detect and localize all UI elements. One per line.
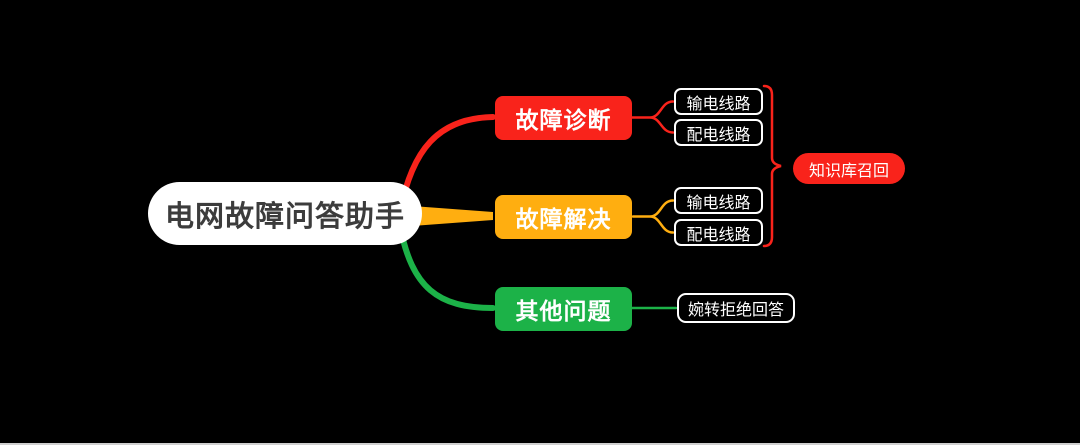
screenshot-bottom-edge — [0, 443, 1080, 445]
branch-label: 故障诊断 — [515, 107, 612, 133]
branch-label: 故障解决 — [515, 206, 612, 232]
child-label: 输电线路 — [686, 95, 751, 113]
connector-root-to-other-questions — [397, 223, 496, 311]
child-label: 配电线路 — [686, 126, 751, 144]
annotation-label: 知识库召回 — [808, 162, 889, 180]
child-label: 婉转拒绝回答 — [687, 302, 784, 319]
child-label: 输电线路 — [686, 194, 751, 212]
child-node-distribution-line-1[interactable]: 配电线路 — [674, 119, 763, 146]
annotation-node-knowledge-recall[interactable]: 知识库召回 — [793, 153, 905, 184]
branch-node-other-questions[interactable]: 其他问题 — [495, 287, 632, 331]
child-node-transmission-line-1[interactable]: 输电线路 — [674, 88, 763, 115]
child-node-transmission-line-2[interactable]: 输电线路 — [674, 187, 763, 214]
branch-node-fault-resolution[interactable]: 故障解决 — [495, 195, 632, 239]
child-node-distribution-line-2[interactable]: 配电线路 — [674, 219, 763, 246]
connector-fault-diagnosis-children — [630, 100, 675, 134]
connector-fault-resolution-children — [631, 199, 675, 234]
curly-brace-group — [762, 84, 782, 248]
root-node[interactable]: 电网故障问答助手 — [148, 182, 422, 245]
branch-label: 其他问题 — [515, 298, 612, 324]
child-node-polite-refusal[interactable]: 婉转拒绝回答 — [677, 293, 795, 323]
root-node-label: 电网故障问答助手 — [164, 200, 405, 233]
connector-root-to-fault-resolution — [412, 206, 493, 226]
branch-node-fault-diagnosis[interactable]: 故障诊断 — [495, 96, 632, 140]
child-label: 配电线路 — [686, 226, 751, 244]
